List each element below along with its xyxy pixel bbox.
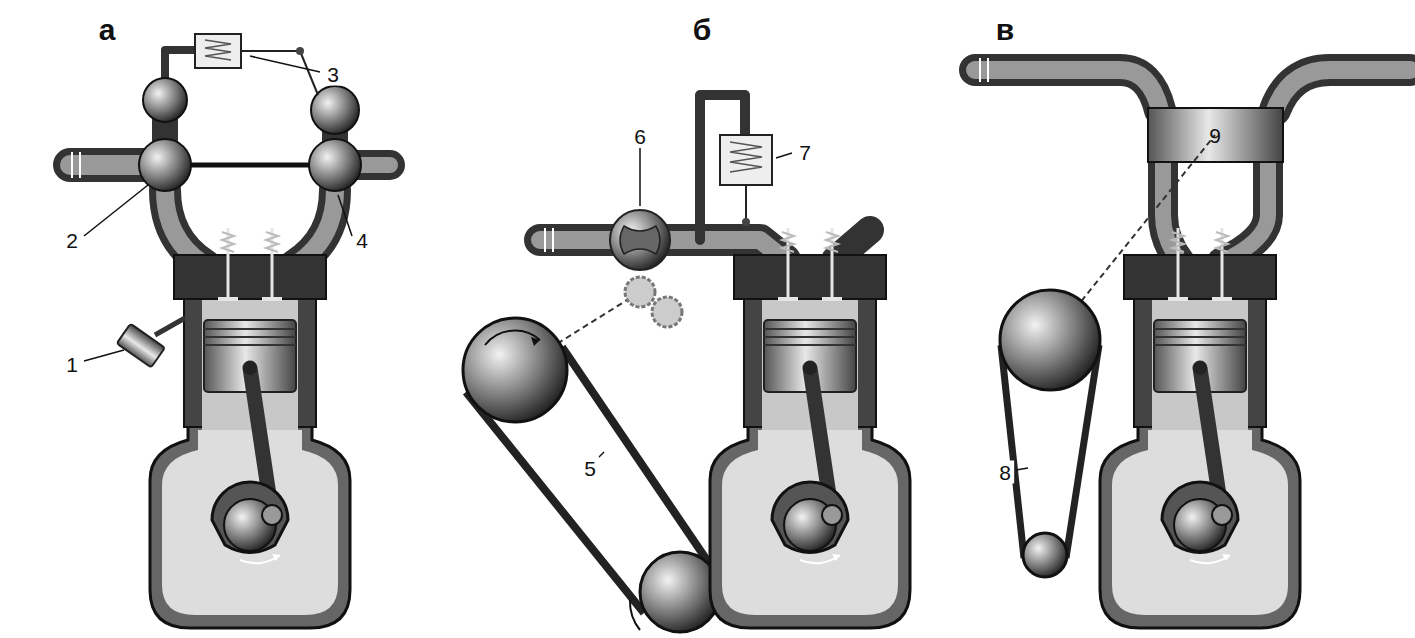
panel-letter: в — [993, 14, 1017, 46]
callout-number: 8 — [996, 461, 1014, 484]
panel-letter: б — [690, 14, 715, 46]
callout-number: 3 — [324, 63, 342, 86]
callout-number: 6 — [631, 125, 649, 148]
callout-number: 1 — [63, 353, 81, 376]
panel-letter: а — [96, 14, 119, 46]
callout-number: 4 — [353, 229, 371, 252]
callout-number: 7 — [796, 141, 814, 164]
callout-number: 2 — [63, 229, 81, 252]
callout-number: 5 — [581, 457, 599, 480]
callout-number: 9 — [1206, 124, 1224, 147]
